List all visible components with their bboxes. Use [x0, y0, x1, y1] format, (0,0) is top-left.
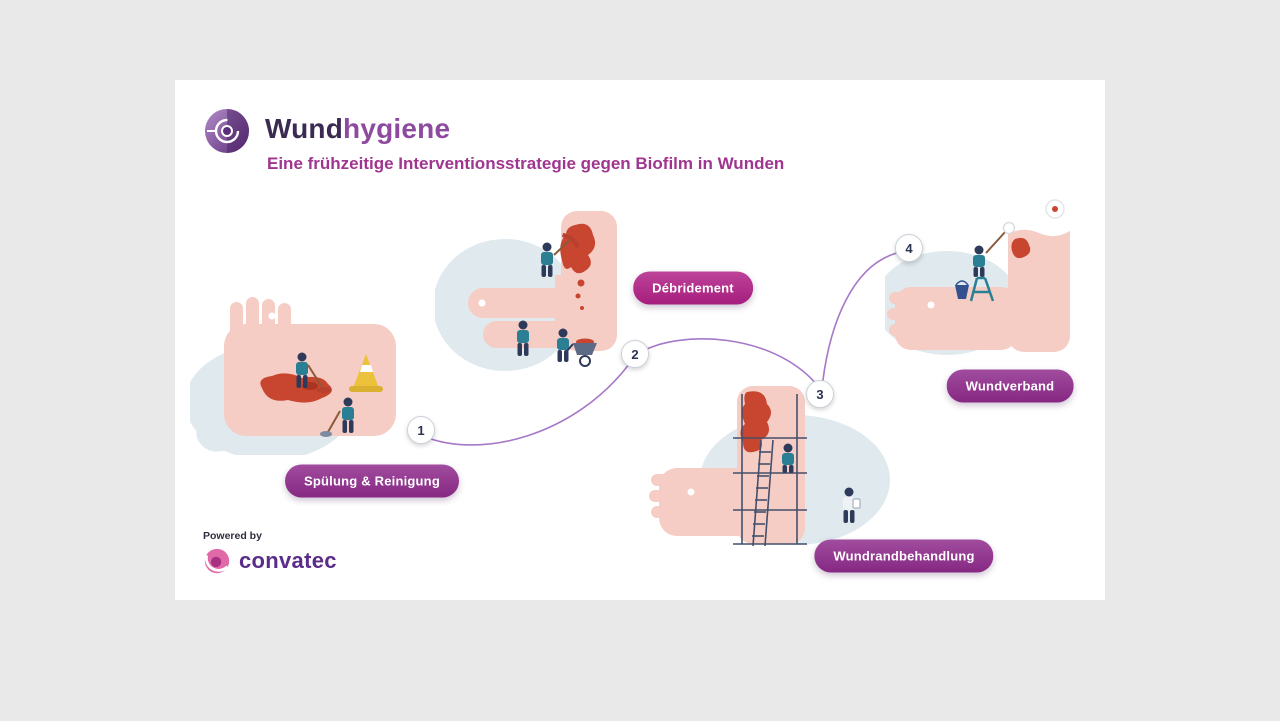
painter-figure [973, 221, 1016, 277]
step4-illustration-dressing [885, 199, 1070, 355]
wheelbarrow-figure [557, 328, 597, 367]
platform-figure [782, 443, 794, 473]
pickaxe-figure [541, 233, 580, 277]
badge-wundverband: Wundverband [946, 369, 1074, 403]
badge-debridement: Débridement [633, 271, 753, 305]
powered-by-label: Powered by [203, 530, 262, 542]
step1-illustration-cleaning [190, 297, 396, 455]
scaffold-frame [733, 394, 807, 545]
wundhygiene-logo [205, 109, 249, 153]
worker-figure [517, 320, 529, 356]
step3-illustration-wound-edge [649, 386, 890, 547]
bucket-icon [955, 280, 969, 299]
page-title: Wundhygiene [265, 113, 450, 145]
step-stool-icon [969, 276, 995, 302]
step-circle-1: 1 [407, 416, 435, 444]
cleaner-figure-top [296, 352, 331, 393]
title-wund: Wund [265, 113, 344, 144]
ladder-icon [752, 439, 774, 547]
page-subtitle: Eine frühzeitige Interventionsstrategie … [267, 154, 785, 173]
convatec-logo-icon [204, 548, 230, 574]
step-circle-3: 3 [806, 380, 834, 408]
convatec-brand: convatec [202, 546, 337, 576]
badge-spuelung-reinigung: Spülung & Reinigung [285, 464, 459, 498]
content-card: Wundhygiene Eine frühzeitige Interventio… [175, 80, 1105, 600]
connector-2-3 [640, 338, 819, 387]
step-circle-2: 2 [621, 340, 649, 368]
title-hygiene: hygiene [343, 113, 451, 144]
step2-illustration-debridement [435, 211, 617, 371]
badge-wundrandbehandlung: Wundrandbehandlung [814, 539, 994, 573]
inspector-figure [843, 487, 861, 523]
step-circle-4: 4 [895, 234, 923, 262]
convatec-wordmark: convatec [239, 548, 337, 573]
cleaner-figure-bottom [320, 397, 354, 437]
